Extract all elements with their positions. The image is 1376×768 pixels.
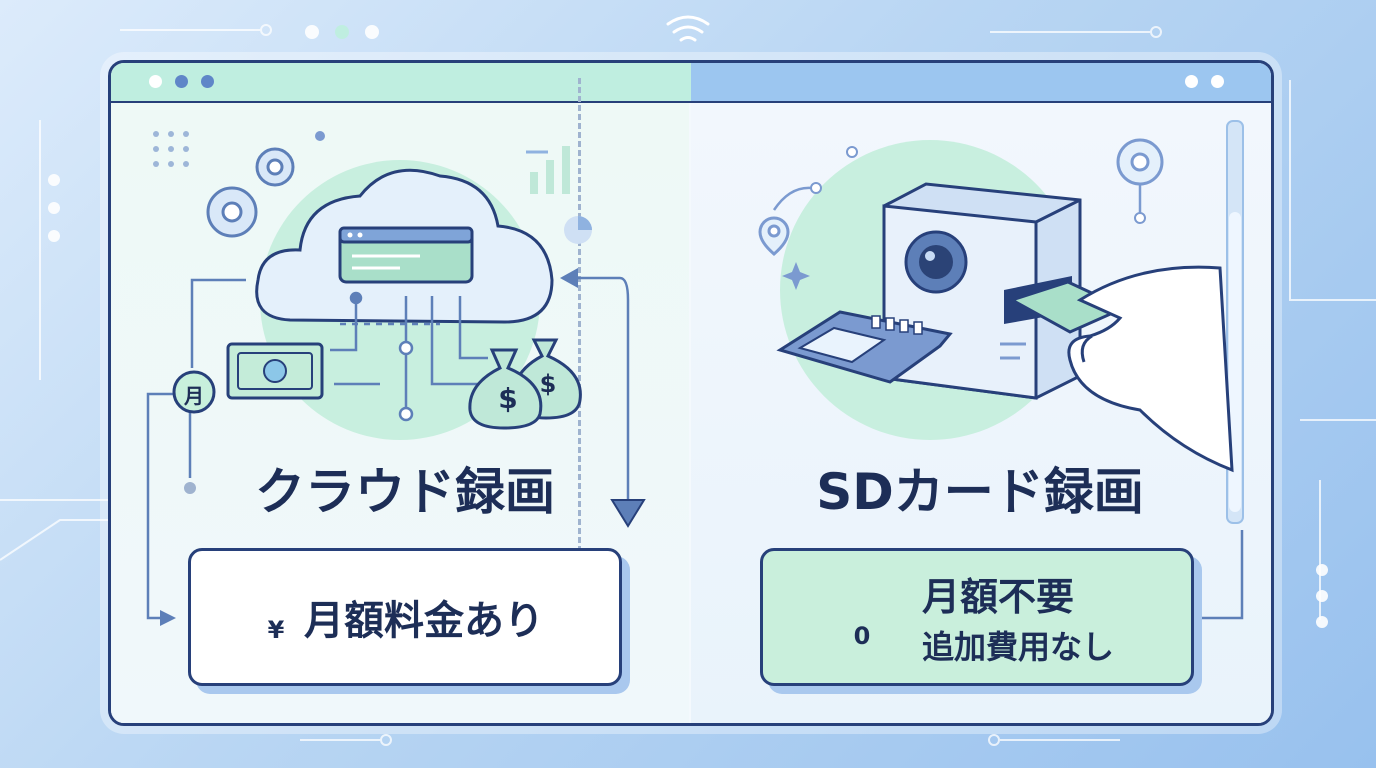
zero-icon: 0	[853, 622, 871, 650]
no-monthly-fee-text: 月額不要	[922, 575, 1075, 619]
month-badge: 月	[184, 384, 204, 408]
no-monthly-fee-card	[760, 548, 1194, 686]
window-dot[interactable]	[175, 75, 188, 88]
window-dot[interactable]	[149, 75, 162, 88]
wifi-icon	[666, 15, 710, 42]
dollar-icon: $	[498, 382, 518, 415]
dollar-icon: $	[539, 370, 557, 398]
cloud-recording-heading: クラウド録画	[255, 463, 555, 521]
window-dot[interactable]	[1211, 75, 1224, 88]
scrollbar[interactable]	[1226, 120, 1244, 524]
yen-icon: ¥	[267, 616, 285, 644]
monthly-fee-text: 月額料金あり	[304, 598, 544, 644]
sd-recording-heading: SDカード録画	[816, 463, 1144, 521]
title-bar	[111, 63, 1271, 103]
no-extra-cost-text: 追加費用なし	[922, 628, 1115, 666]
window-dot[interactable]	[1185, 75, 1198, 88]
scrollbar-thumb[interactable]	[1229, 212, 1241, 512]
window-dot[interactable]	[201, 75, 214, 88]
monthly-fee-card	[188, 548, 622, 686]
